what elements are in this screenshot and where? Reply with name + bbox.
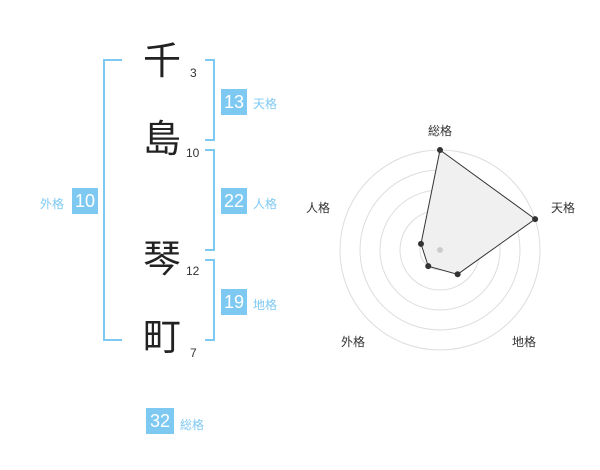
radar-axis-label-jinkaku: 人格 — [306, 200, 330, 215]
stroke-count-2: 10 — [186, 146, 200, 160]
radar-point — [425, 263, 432, 270]
name-char-3: 琴 — [143, 237, 182, 281]
stroke-count-4: 7 — [190, 346, 197, 360]
stroke-count-1: 3 — [190, 66, 197, 80]
soukaku-value-box: 32 — [146, 408, 174, 434]
tenkaku-bracket — [205, 59, 215, 141]
soukaku-label: 総格 — [180, 418, 205, 432]
radar-point — [532, 216, 539, 223]
radar-point — [417, 240, 424, 247]
gaikaku-label: 外格 — [40, 197, 65, 211]
chikaku-value-box: 19 — [221, 289, 247, 315]
chikaku-label: 地格 — [253, 298, 278, 312]
jinkaku-bracket — [205, 149, 215, 251]
tenkaku-value-box: 13 — [221, 89, 247, 115]
name-char-4: 町 — [143, 315, 182, 359]
gaikaku-bracket — [103, 59, 122, 341]
radar-axis-label-soukaku: 総格 — [428, 123, 452, 138]
tenkaku-label: 天格 — [253, 97, 278, 111]
radar-points — [417, 147, 539, 278]
gaikaku-value-box: 10 — [72, 188, 98, 214]
name-char-2: 島 — [143, 117, 182, 161]
radar-axis-label-chikaku: 地格 — [512, 334, 536, 349]
radar-center-dot — [437, 247, 443, 253]
radar-point — [454, 271, 461, 278]
radar-axis-label-tenkaku: 天格 — [551, 200, 575, 215]
radar-point — [437, 147, 443, 153]
radar-polygon — [420, 149, 536, 275]
radar-axis-label-gaikaku: 外格 — [341, 334, 365, 349]
jinkaku-label: 人格 — [253, 197, 278, 211]
jinkaku-value-box: 22 — [221, 188, 247, 214]
stroke-count-3: 12 — [186, 264, 200, 278]
chikaku-bracket — [205, 259, 215, 341]
name-char-1: 千 — [143, 39, 182, 83]
